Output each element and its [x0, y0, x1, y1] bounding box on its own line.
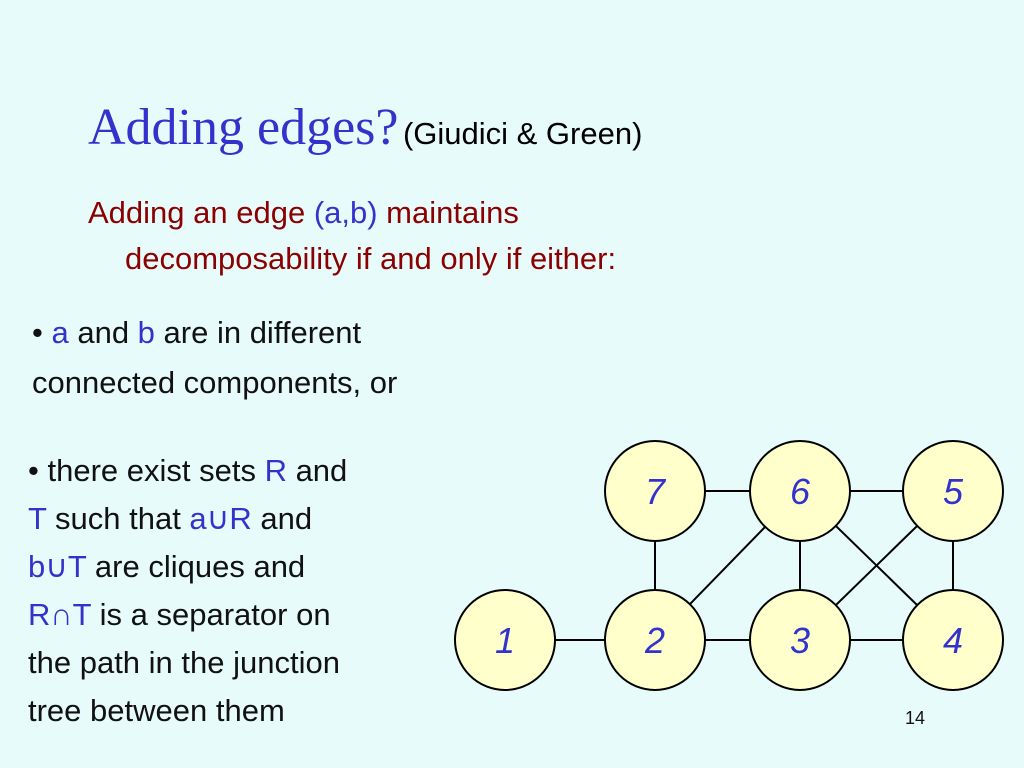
node-3: 3 — [749, 589, 851, 691]
lead-text-2: maintains — [377, 195, 519, 230]
bullet1-a: a — [51, 315, 69, 350]
bullet-different-components: • a and b are in different connected com… — [32, 308, 532, 408]
title-main: Adding edges? — [88, 99, 399, 156]
title-citation: (Giudici & Green) — [402, 116, 643, 151]
bullet2-line-1: • there exist sets R and — [28, 447, 458, 495]
bullet2-line-6: tree between them — [28, 693, 285, 728]
node-7: 7 — [604, 440, 706, 542]
bullet2-line-2: T such that a∪R and — [28, 495, 458, 543]
lead-line-1: Adding an edge (a,b) maintains — [88, 190, 808, 236]
node-label: 3 — [790, 620, 810, 661]
node-label: 5 — [943, 471, 964, 512]
node-6: 6 — [749, 440, 851, 542]
bullet1-text-2: are in different — [154, 315, 362, 350]
bullet1-text-1: and — [68, 315, 138, 350]
bullet2-a-union-r: a∪R — [189, 501, 252, 536]
node-1: 1 — [454, 589, 556, 691]
bullet2-text-5: are cliques and — [86, 549, 306, 584]
bullet2-text-1: there exist sets — [47, 453, 265, 488]
lead-line-2: decomposability if and only if either: — [125, 241, 617, 276]
bullet2-line-4: R∩T is a separator on — [28, 591, 458, 639]
bullet2-text-6: is a separator on — [91, 597, 331, 632]
node-label: 6 — [790, 471, 811, 512]
bullet2-r-intersect-t: R∩T — [28, 597, 92, 632]
graph-nodes: 7 6 5 1 2 3 4 — [454, 440, 1004, 691]
lead-text-1: Adding an edge — [88, 195, 314, 230]
node-5: 5 — [902, 440, 1004, 542]
slide-title: Adding edges? (Giudici & Green) — [88, 98, 642, 157]
node-label: 2 — [644, 620, 665, 661]
bullet2-text-2: and — [286, 453, 348, 488]
bullet1-marker: • — [32, 315, 52, 350]
bullet2-text-4: and — [251, 501, 313, 536]
bullet2-text-3: such that — [46, 501, 190, 536]
lead-statement: Adding an edge (a,b) maintains decomposa… — [88, 190, 808, 282]
page-number: 14 — [905, 708, 926, 728]
bullet2-b-union-t: b∪T — [28, 549, 87, 584]
bullet1-line-1: • a and b are in different — [32, 308, 532, 358]
bullet2-line-5: the path in the junction — [28, 645, 340, 680]
node-2: 2 — [604, 589, 706, 691]
graph-edges — [505, 490, 954, 641]
bullet-cliques-separator: • there exist sets R and T such that a∪R… — [28, 447, 458, 735]
node-circle — [902, 440, 1004, 542]
node-circle — [604, 440, 706, 542]
node-label: 7 — [645, 471, 667, 512]
bullet2-set-r: R — [264, 453, 287, 488]
node-label: 1 — [495, 620, 515, 661]
bullet2-line-3: b∪T are cliques and — [28, 543, 458, 591]
node-label: 4 — [943, 620, 963, 661]
node-circle — [749, 440, 851, 542]
lead-edge-ab: (a,b) — [313, 195, 378, 230]
bullet2-marker: • — [28, 453, 48, 488]
node-circle — [454, 589, 556, 691]
node-circle — [604, 589, 706, 691]
bullet1-b: b — [137, 315, 155, 350]
node-4: 4 — [902, 589, 1004, 691]
node-circle — [902, 589, 1004, 691]
bullet2-set-t: T — [28, 501, 47, 536]
node-circle — [749, 589, 851, 691]
bullet1-line-2: connected components, or — [32, 365, 398, 400]
